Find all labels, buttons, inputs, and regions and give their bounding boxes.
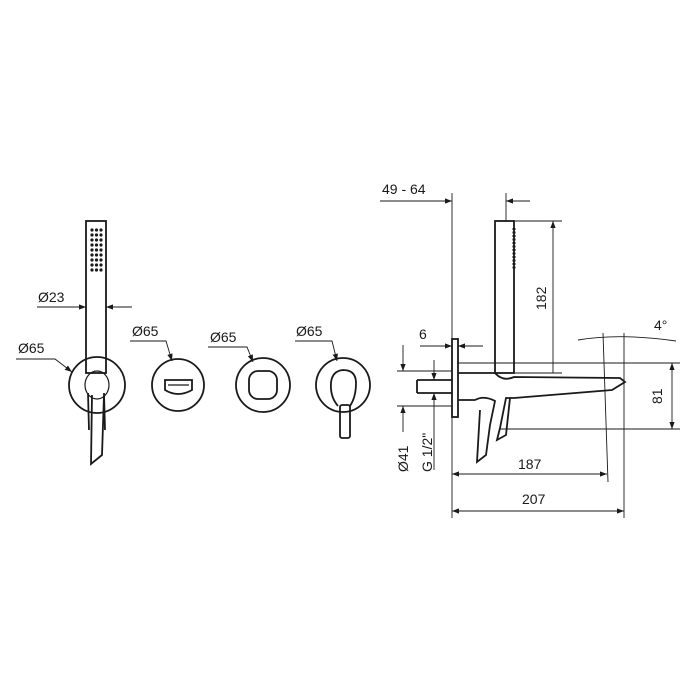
d65-label-4: Ø65 [296, 323, 323, 339]
d23-label: Ø23 [38, 289, 65, 305]
trim-front-view: Ø65 [208, 329, 291, 413]
nozzle-dot [90, 228, 94, 232]
nozzle-dot [99, 248, 103, 252]
nozzle-dot [90, 263, 94, 267]
nozzle-dot [94, 233, 99, 237]
nozzle-dot [94, 268, 99, 272]
d65-leader-2 [130, 340, 173, 362]
nozzle-dot [94, 248, 99, 252]
d65-label-1: Ø65 [18, 340, 45, 356]
hose-connector [87, 392, 106, 466]
wall-plate [451, 338, 459, 418]
d65-leader-3 [208, 346, 254, 363]
nozzle-dot [90, 238, 94, 242]
d65-label-3: Ø65 [210, 329, 237, 345]
nozzle-dot [94, 228, 99, 232]
angle-4-label: 4° [654, 317, 667, 333]
mixer-front-view: Ø65 [295, 323, 371, 439]
reach-187-label: 187 [518, 456, 542, 472]
nozzle-grid [90, 228, 103, 272]
d65-leader-1 [16, 358, 73, 373]
holder-ring [84, 370, 110, 400]
diverter-front-view: Ø65 [130, 323, 205, 412]
connector [416, 379, 452, 394]
nozzle-dot [94, 238, 99, 242]
nozzle-dot [90, 258, 94, 262]
nozzle-dot [94, 258, 99, 262]
nozzle-dot [99, 258, 103, 262]
hand-shower-body [85, 220, 107, 374]
d65-label-2: Ø65 [132, 323, 159, 339]
nozzle-dot [99, 253, 103, 257]
nozzle-dot [94, 243, 99, 247]
d65-leader-4 [295, 340, 338, 362]
depth-range-label: 49 - 64 [382, 181, 426, 197]
nozzle-dot [94, 253, 99, 257]
plate-6-label: 6 [419, 326, 427, 342]
nozzle-dot [99, 228, 103, 232]
hand-shower-front-view: Ø23 Ø65 [16, 220, 132, 466]
nozzle-dot [99, 268, 103, 272]
nozzle-dot [99, 243, 103, 247]
nozzle-dot [99, 233, 103, 237]
nozzle-dot [99, 238, 103, 242]
nozzle-dot [94, 263, 99, 267]
thread-label: G 1/2" [419, 433, 435, 472]
nozzle-dot [90, 253, 94, 257]
reach-207-label: 207 [522, 491, 546, 507]
holder-rosette [68, 356, 126, 414]
side-view: 49 - 64 182 6 Ø41 G 1/2" 81 4° 187 20 [380, 181, 680, 518]
nozzle-dot [90, 243, 94, 247]
height-182-label: 182 [533, 286, 549, 310]
nozzle-dot [99, 263, 103, 267]
nozzle-dot [90, 268, 94, 272]
nozzle-dot [90, 233, 94, 237]
nozzle-dot [90, 248, 94, 252]
height-81-label: 81 [649, 388, 665, 404]
flange-41-label: Ø41 [395, 445, 411, 472]
hand-shower-side [494, 220, 515, 374]
spout-body [458, 372, 627, 464]
